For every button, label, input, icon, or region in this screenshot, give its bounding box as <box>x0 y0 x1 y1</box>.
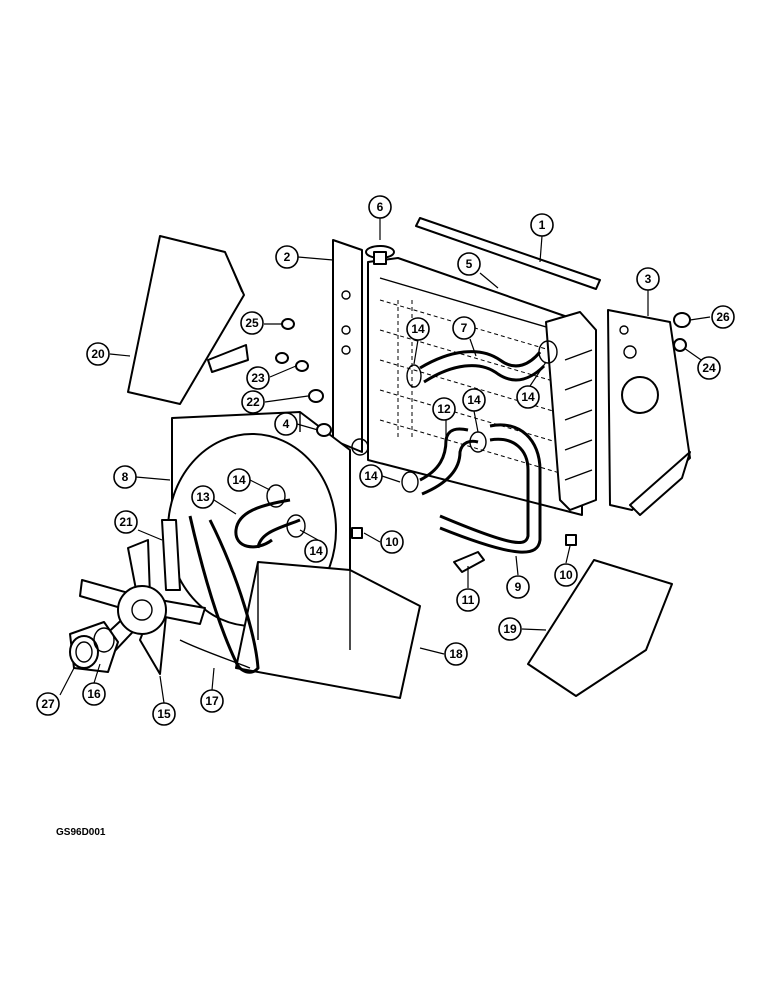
part-18-lower-shroud-tray <box>235 561 421 699</box>
svg-text:23: 23 <box>251 371 265 385</box>
part-7-upper-hose <box>419 350 546 384</box>
callout-18: 18 <box>444 642 468 666</box>
svg-text:9: 9 <box>515 580 522 594</box>
part-22-nut <box>308 389 324 403</box>
callout-26: 26 <box>711 305 735 329</box>
callout-7: 7 <box>452 316 476 340</box>
svg-text:24: 24 <box>702 361 716 375</box>
svg-text:22: 22 <box>246 395 260 409</box>
svg-text:6: 6 <box>377 200 384 214</box>
part-19-lower-panel <box>527 559 673 697</box>
svg-text:14: 14 <box>521 390 535 404</box>
callout-20: 20 <box>86 342 110 366</box>
part-13-lower-hose <box>234 498 301 549</box>
svg-text:14: 14 <box>309 544 323 558</box>
svg-text:17: 17 <box>205 694 219 708</box>
callout-17: 17 <box>200 689 224 713</box>
svg-text:19: 19 <box>503 622 517 636</box>
callout-9: 9 <box>506 575 530 599</box>
callout-14-shroud-bottom: 14 <box>304 539 328 563</box>
part-1-top-bar <box>415 217 601 290</box>
svg-text:21: 21 <box>119 515 133 529</box>
callout-14-mid: 14 <box>462 388 486 412</box>
svg-text:25: 25 <box>245 316 259 330</box>
part-4-nut <box>316 423 332 437</box>
callout-16: 16 <box>82 682 106 706</box>
part-11-tube-clip <box>453 551 485 573</box>
svg-text:3: 3 <box>645 272 652 286</box>
part-21-bracket <box>161 519 181 591</box>
callout-3: 3 <box>636 267 660 291</box>
callout-10b: 10 <box>554 563 578 587</box>
callout-15: 15 <box>152 702 176 726</box>
part-5-radiator-core <box>367 257 597 516</box>
svg-text:13: 13 <box>196 490 210 504</box>
part-16-pulley <box>69 621 119 673</box>
svg-text:14: 14 <box>467 393 481 407</box>
callout-1: 1 <box>530 213 554 237</box>
svg-text:1: 1 <box>539 218 546 232</box>
svg-text:5: 5 <box>466 257 473 271</box>
callout-23: 23 <box>246 366 270 390</box>
svg-text:12: 12 <box>437 402 451 416</box>
part-3-right-side-shield <box>607 309 691 516</box>
svg-text:10: 10 <box>559 568 573 582</box>
callout-6: 6 <box>368 195 392 219</box>
svg-text:8: 8 <box>122 470 129 484</box>
callout-13: 13 <box>191 485 215 509</box>
svg-text:2: 2 <box>284 250 291 264</box>
part-14-clamps <box>266 340 558 538</box>
leader-lines <box>59 218 711 704</box>
svg-text:14: 14 <box>411 322 425 336</box>
part-25-grommet <box>275 318 295 364</box>
callout-14-upper-right: 14 <box>516 385 540 409</box>
svg-text:4: 4 <box>283 417 290 431</box>
part-23-bushing <box>295 360 309 372</box>
part-26-cap <box>673 312 691 328</box>
part-6-radiator-cap <box>365 245 395 265</box>
svg-text:15: 15 <box>157 707 171 721</box>
part-10-drain-valve-b <box>565 534 577 546</box>
callout-19: 19 <box>498 617 522 641</box>
part-17-fan-belt <box>179 515 260 674</box>
part-9-bypass-tube <box>439 423 542 554</box>
callout-5: 5 <box>457 252 481 276</box>
svg-text:27: 27 <box>41 697 55 711</box>
callout-14-center: 14 <box>359 464 383 488</box>
svg-text:26: 26 <box>716 310 730 324</box>
callout-4: 4 <box>274 412 298 436</box>
svg-text:16: 16 <box>87 687 101 701</box>
callout-21: 21 <box>114 510 138 534</box>
callout-8: 8 <box>113 465 137 489</box>
svg-text:7: 7 <box>461 321 468 335</box>
callout-10a: 10 <box>380 530 404 554</box>
callout-24: 24 <box>697 356 721 380</box>
svg-text:18: 18 <box>449 647 463 661</box>
svg-text:11: 11 <box>462 593 475 607</box>
callout-25: 25 <box>240 311 264 335</box>
callout-14-upper-left: 14 <box>406 317 430 341</box>
svg-text:10: 10 <box>385 535 399 549</box>
callout-11: 11 <box>456 588 480 612</box>
callout-12: 12 <box>432 397 456 421</box>
part-10-drain-valve-a <box>351 527 363 539</box>
part-15-fan-blade <box>79 539 206 675</box>
callout-14-shroud-top: 14 <box>227 468 251 492</box>
part-24-clip <box>673 338 687 352</box>
callout-2: 2 <box>275 245 299 269</box>
svg-text:20: 20 <box>91 347 105 361</box>
svg-text:14: 14 <box>364 469 378 483</box>
figure-id: GS96D001 <box>56 827 106 838</box>
part-2-left-side-plate <box>332 239 363 453</box>
callout-27: 27 <box>36 692 60 716</box>
callout-22: 22 <box>241 390 265 414</box>
part-20-upper-shroud-panel <box>127 235 249 405</box>
svg-text:14: 14 <box>232 473 246 487</box>
